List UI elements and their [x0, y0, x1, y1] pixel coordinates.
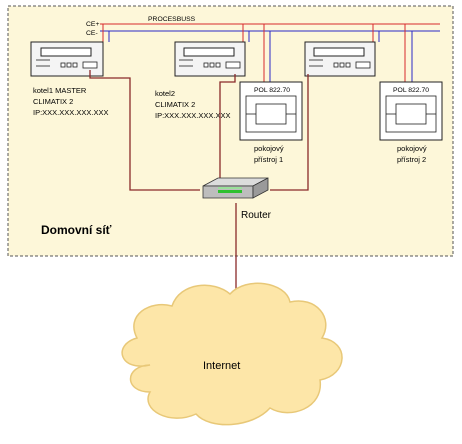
room-unit1-label2: přístroj 1: [254, 155, 283, 164]
router-label: Router: [241, 210, 272, 221]
room-unit2-label1: pokojový: [397, 144, 427, 153]
ce-plus-label: CE+: [86, 21, 99, 28]
controller1-ip: IP:XXX.XXX.XXX.XXX: [33, 108, 108, 117]
room-unit1-label1: pokojový: [254, 144, 284, 153]
ce-minus-label: CE-: [86, 30, 98, 37]
router-icon: [202, 177, 269, 199]
controller-kotel1: [30, 41, 104, 77]
controller2-model: CLIMATIX 2: [155, 100, 195, 109]
controller2-name: kotel2: [155, 89, 175, 98]
room-unit1-model: POL 822.70: [254, 87, 290, 94]
procesbuss-label: PROCESBUSS: [148, 16, 196, 23]
controller2-ip: IP:XXX.XXX.XXX.XXX: [155, 111, 230, 120]
room-unit-2: [379, 81, 443, 141]
room-unit-1: [239, 81, 303, 141]
home-network-label: Domovní síť: [41, 223, 112, 237]
process-bus: [100, 23, 440, 82]
controller-3: [304, 41, 376, 77]
room-unit2-model: POL 822.70: [393, 87, 429, 94]
room-unit2-label2: přístroj 2: [397, 155, 426, 164]
ethernet-cables: [89, 70, 309, 300]
controller1-model: CLIMATIX 2: [33, 97, 73, 106]
controller1-name: kotel1 MASTER: [33, 86, 87, 95]
controller-kotel2: [174, 41, 246, 77]
internet-label: Internet: [203, 360, 240, 372]
internet-cloud-icon: [121, 282, 343, 426]
